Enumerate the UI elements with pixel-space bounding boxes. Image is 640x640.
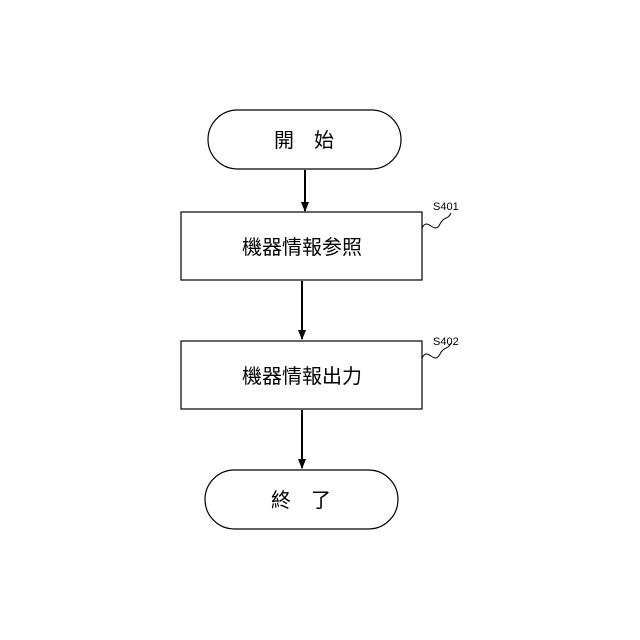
start-label: 開 始 xyxy=(274,128,334,152)
end-label: 終 了 xyxy=(271,488,331,512)
step-s401-label: 機器情報参照 xyxy=(242,235,362,259)
process-step-s402: 機器情報出力 S402 xyxy=(181,336,459,409)
start-terminator: 開 始 xyxy=(208,110,401,169)
step-s402-label: 機器情報出力 xyxy=(242,364,362,388)
step-s402-id: S402 xyxy=(433,336,459,348)
step-s401-id: S401 xyxy=(433,201,459,213)
process-step-s401: 機器情報参照 S401 xyxy=(181,201,459,280)
end-terminator: 終 了 xyxy=(205,470,398,529)
step-s401-leader xyxy=(422,213,451,228)
